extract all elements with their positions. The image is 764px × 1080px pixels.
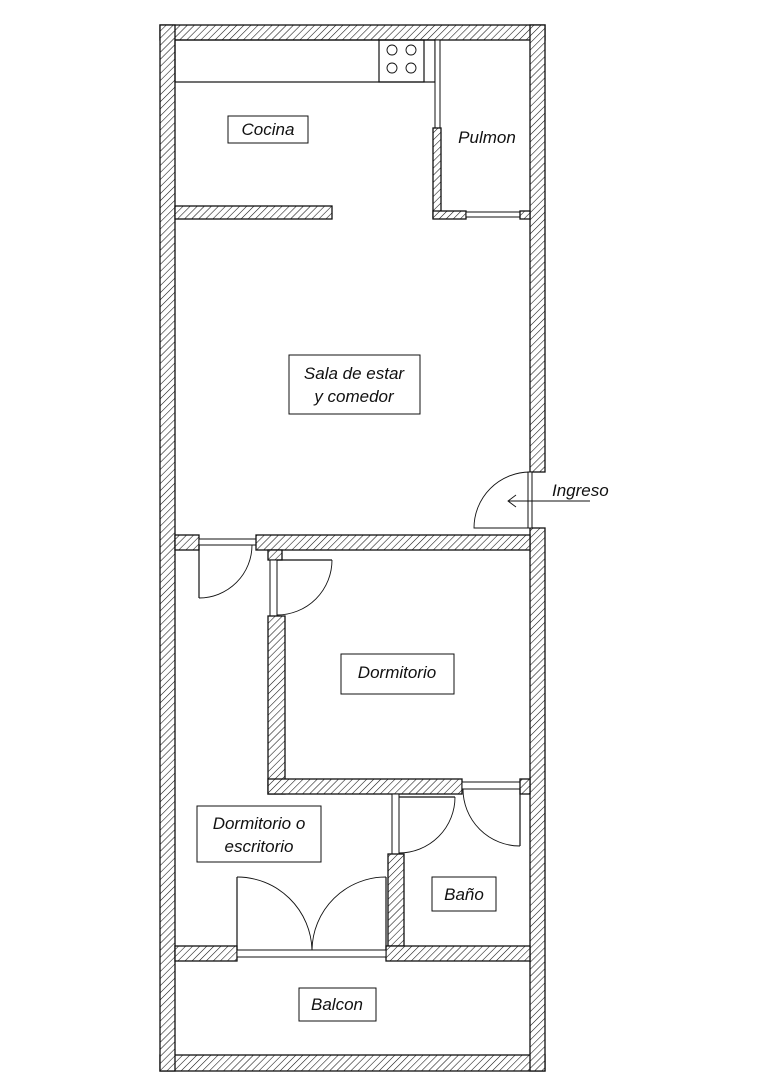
- wall-stub: [267, 549, 283, 561]
- shaft-wall-left: [432, 127, 442, 219]
- outer-wall-top: [159, 24, 546, 41]
- outer-wall-left: [159, 24, 176, 1072]
- stove: [378, 39, 425, 83]
- study-label-line1: Dormitorio o: [213, 814, 306, 833]
- bedroom-label: Dormitorio: [358, 663, 436, 682]
- entrance-door-swing: [473, 471, 531, 529]
- shaft-window-vertical: [434, 39, 441, 129]
- burner-icon: [405, 62, 417, 74]
- study-label-line2: escritorio: [225, 837, 294, 856]
- outer-wall-bottom: [159, 1054, 546, 1072]
- living-bottom-wall-right: [255, 534, 531, 551]
- bedroom-door-frame: [269, 559, 278, 617]
- balcony-wall-left: [174, 945, 238, 962]
- bathroom-label-box: [431, 876, 497, 912]
- balcony-walls: [174, 945, 387, 962]
- outer-wall-right-upper: [529, 24, 546, 473]
- hall-door-frame: [198, 538, 257, 546]
- balcony-door-frame: [236, 949, 387, 958]
- bedroom-label-box: [340, 653, 455, 695]
- kitchen-label: Cocina: [242, 120, 295, 139]
- balcony-door-swing-right: [311, 876, 387, 951]
- entrance-door-leaf: [527, 471, 533, 529]
- living-label-line1: Sala de estar: [304, 364, 406, 383]
- bedroom-wall-left: [267, 615, 286, 795]
- bedroom-wall-bottom: [267, 778, 463, 795]
- living-bottom-wall-left: [174, 534, 200, 551]
- bathroom-walls: [385, 793, 531, 962]
- arrow-left-icon: [507, 494, 517, 508]
- entrance-arrow: [507, 494, 590, 508]
- bedroom-door-swing: [276, 559, 333, 616]
- balcony-label: Balcon: [311, 995, 363, 1014]
- outer-walls: [159, 24, 546, 1072]
- shaft-wall-bottom-left: [432, 210, 467, 220]
- entrance-label: Ingreso: [552, 481, 609, 500]
- bathroom-label: Baño: [444, 885, 484, 904]
- study-label-box: [196, 805, 322, 863]
- bathroom-wall-left: [387, 853, 405, 947]
- balcony-label-box: [298, 987, 377, 1022]
- outer-wall-right-lower: [529, 527, 546, 1072]
- shaft-wall-bottom-right: [519, 210, 531, 220]
- bedroom-wall-bottom-right: [519, 778, 531, 795]
- burner-icon: [386, 62, 398, 74]
- kitchen-label-box: [227, 115, 309, 144]
- balcony-door-swing-left: [236, 876, 313, 951]
- room-labels: Cocina Pulmon Sala de estar y comedor In…: [196, 115, 609, 1022]
- burner-icon: [386, 44, 398, 56]
- living-label-line2: y comedor: [313, 387, 395, 406]
- hall-door-swing: [198, 544, 253, 599]
- bath-door-frame: [461, 781, 521, 790]
- bath-door-swing: [462, 788, 521, 847]
- shaft-window-horizontal: [465, 211, 521, 218]
- door-swings: [198, 471, 531, 951]
- shaft-label: Pulmon: [458, 128, 516, 147]
- shaft-area: [432, 39, 531, 220]
- kitchen-partition-wall: [174, 205, 333, 220]
- bath-inner-door-swing: [398, 796, 456, 854]
- middle-walls: [174, 534, 531, 795]
- kitchen-area: [174, 39, 436, 220]
- living-label-box: [288, 354, 421, 415]
- bath-inner-door-frame: [391, 793, 400, 855]
- bathroom-wall-bottom: [385, 945, 531, 962]
- burner-icon: [405, 44, 417, 56]
